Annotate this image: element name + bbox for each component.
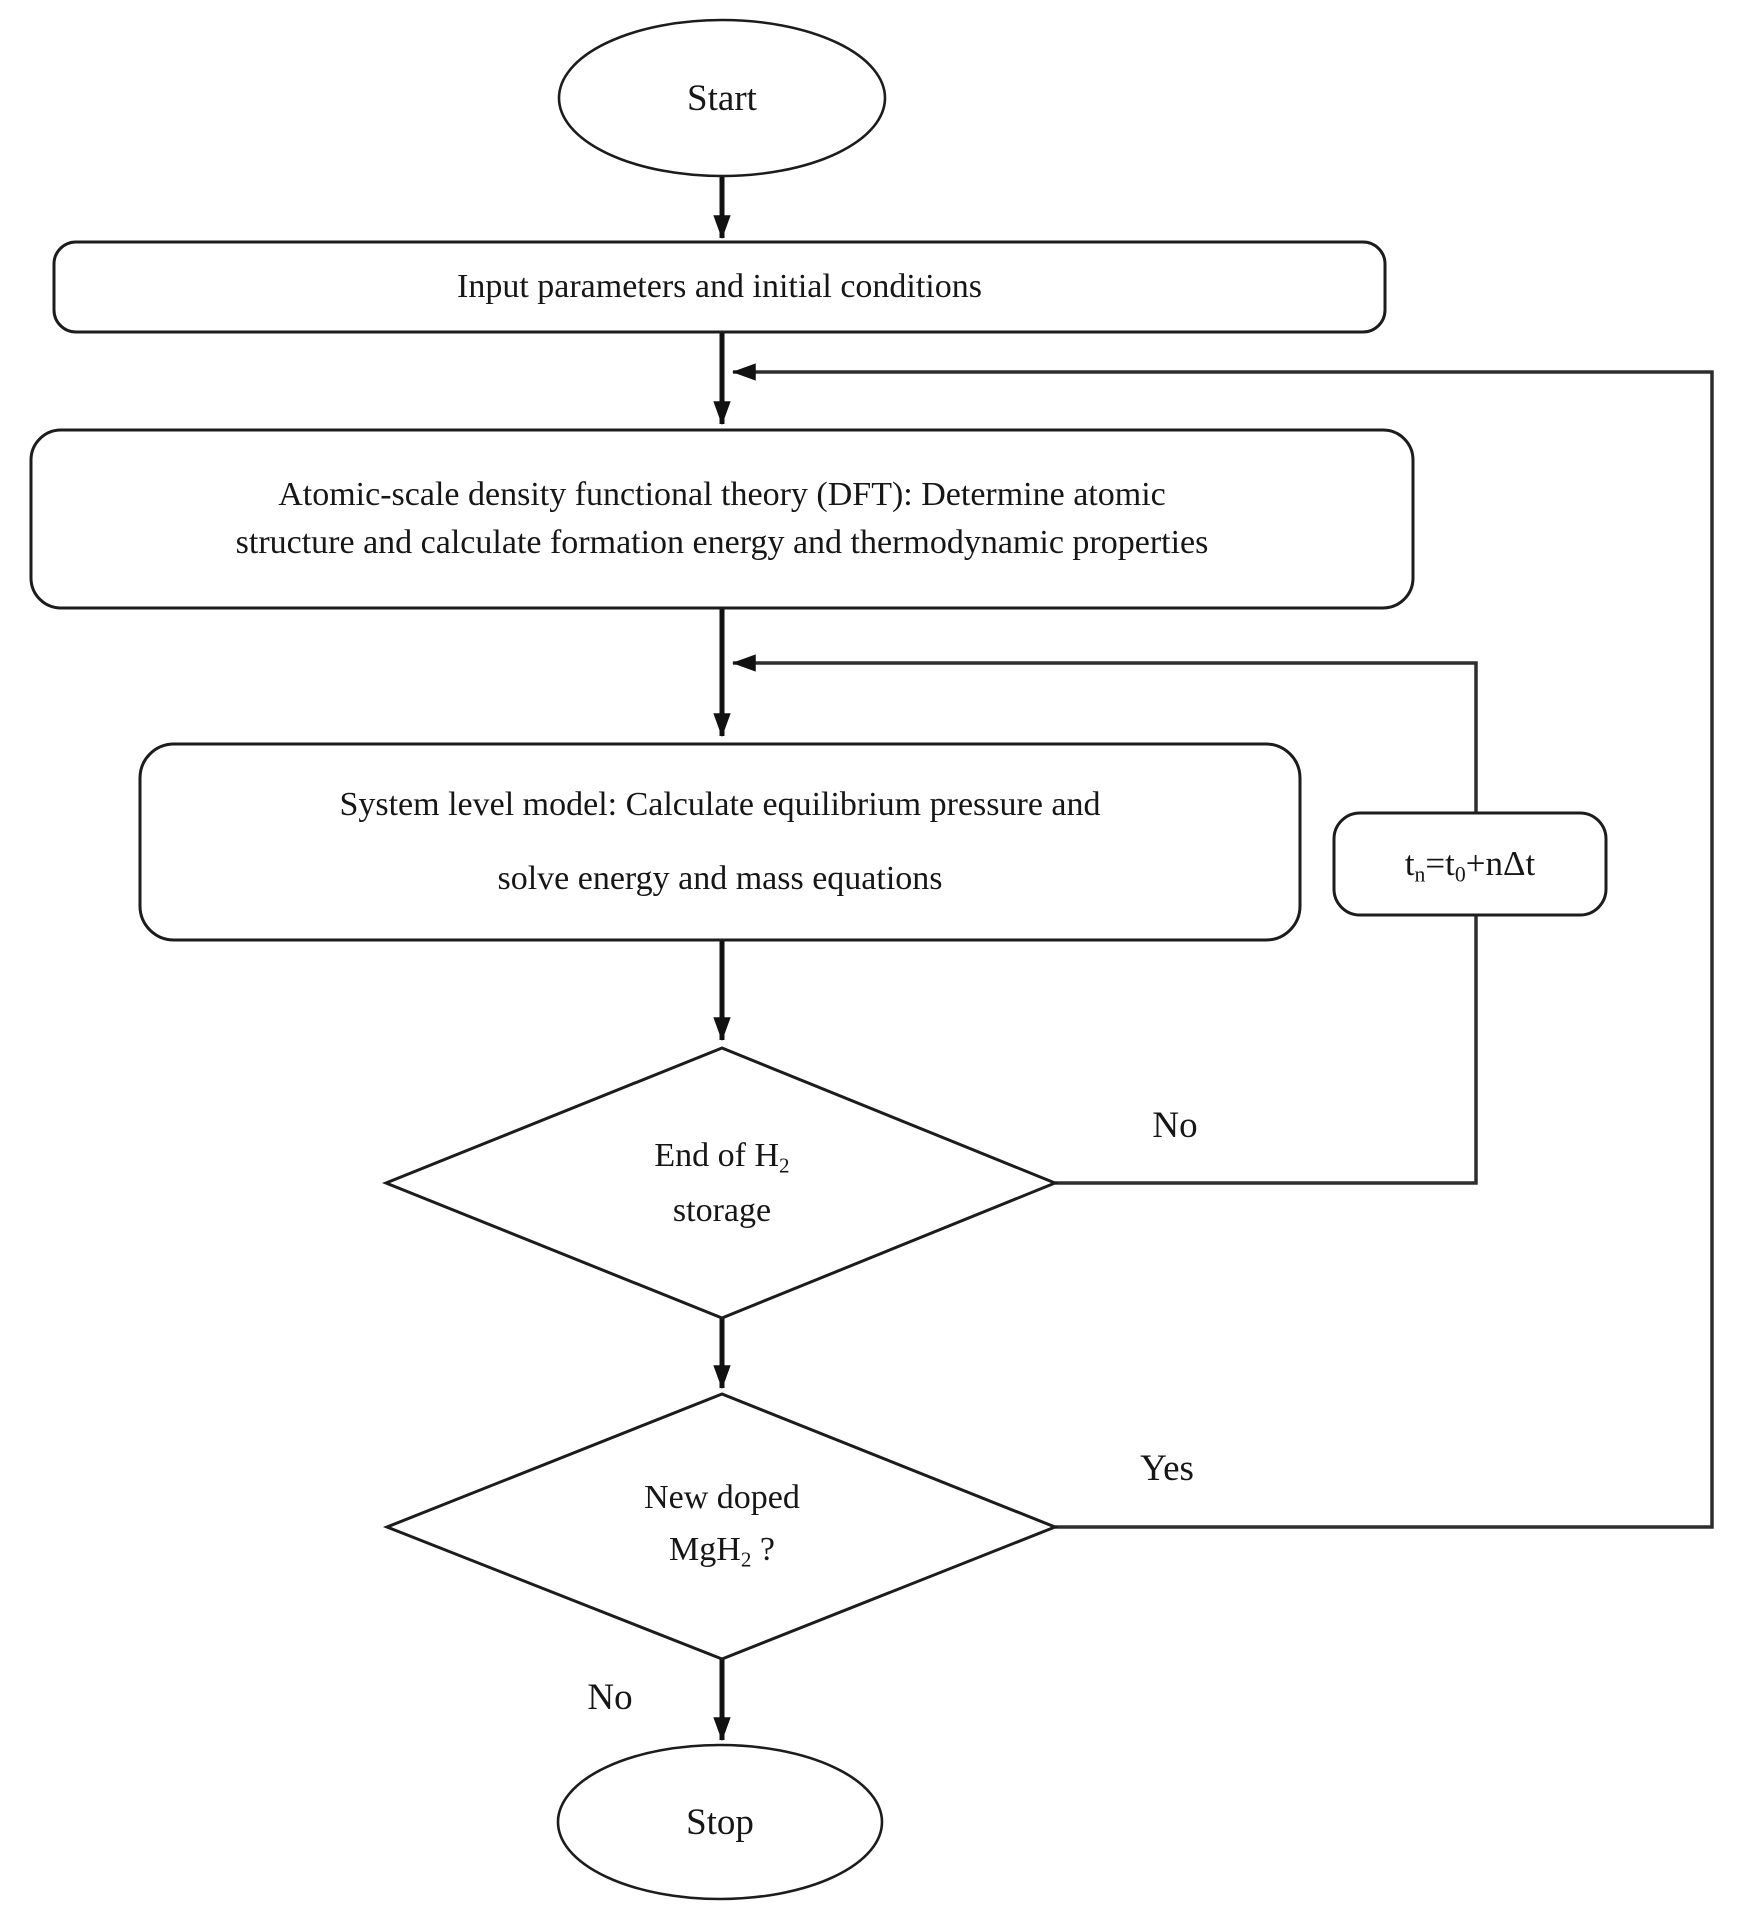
time-update-box — [1332, 811, 1608, 917]
dft-box — [29, 428, 1415, 610]
start-ellipse — [557, 18, 887, 178]
edge-yes-loop-path — [731, 363, 1714, 1529]
time-update-label: tn=t0+nΔt — [1404, 844, 1536, 887]
new-doped-label: New doped MgH2 ? — [644, 1479, 800, 1572]
input-params-box — [52, 240, 1387, 334]
system-model-label: System level model: Calculate equilibriu… — [339, 786, 1101, 897]
edge-no-loop-path — [731, 654, 1478, 1185]
input-params-label: Input parameters and initial conditions — [457, 268, 982, 305]
new-doped-diamond — [382, 1392, 1060, 1661]
start-label: Start — [687, 77, 757, 119]
system-model-box — [138, 742, 1302, 942]
end-storage-label: End of H2 storage — [654, 1137, 790, 1229]
edge-label-yes-new-doped: Yes — [1140, 1447, 1194, 1489]
edge-label-no-new-doped: No — [587, 1676, 633, 1718]
stop-ellipse — [556, 1743, 884, 1901]
end-storage-diamond — [381, 1046, 1059, 1320]
stop-label: Stop — [686, 1801, 754, 1843]
dft-label: Atomic-scale density functional theory (… — [235, 476, 1209, 561]
edge-label-no-end-storage: No — [1152, 1104, 1198, 1146]
